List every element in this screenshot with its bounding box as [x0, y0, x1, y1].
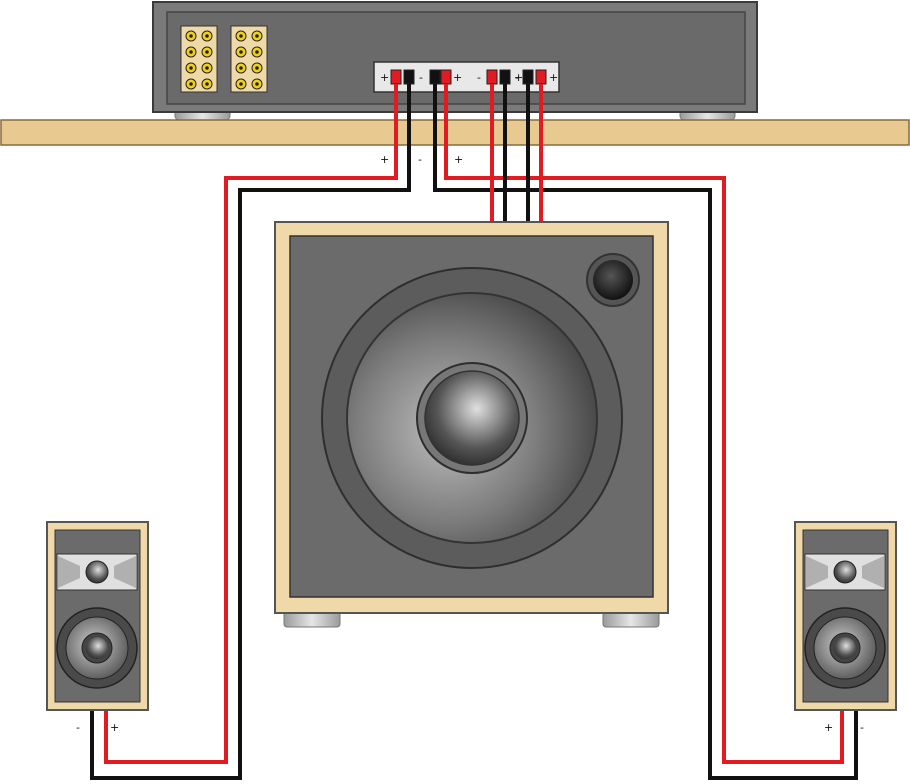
terminal-label: - [419, 71, 423, 84]
terminal-label: + [453, 71, 462, 84]
right-speaker-minus-label: - [860, 721, 864, 734]
terminal-sub-minus-1 [499, 69, 511, 85]
terminal-sub-plus-2 [535, 69, 547, 85]
wire-label-left-plus: + [380, 153, 389, 166]
speaker-wires [90, 84, 858, 780]
terminal-sub-minus-2 [522, 69, 534, 85]
terminal-right-plus [440, 69, 452, 85]
wire-right-negative [433, 84, 858, 780]
amplifier: + - + - + - + [152, 1, 758, 121]
rca-output-block [230, 25, 268, 93]
wire-label-right-plus: + [454, 153, 463, 166]
wire-left-negative [90, 84, 411, 780]
terminal-label: - [515, 71, 519, 84]
terminal-sub-plus-1 [486, 69, 498, 85]
terminal-label: + [380, 71, 389, 84]
right-speaker-tweeter [833, 560, 857, 584]
terminal-label: - [477, 71, 481, 84]
terminal-left-plus [390, 69, 402, 85]
subwoofer-dust-cap [424, 370, 520, 466]
right-speaker-plus-label: + [824, 721, 833, 734]
wire-left-positive [104, 84, 398, 764]
left-speaker [46, 521, 149, 711]
wire-label-left-minus: - [418, 153, 422, 166]
subwoofer [274, 221, 669, 628]
terminal-right-minus [429, 69, 441, 85]
wire-right-positive [444, 84, 844, 764]
left-speaker-plus-label: + [110, 721, 119, 734]
terminal-label: + [549, 71, 558, 84]
left-speaker-minus-label: - [76, 721, 80, 734]
left-speaker-tweeter [85, 560, 109, 584]
shelf [0, 119, 910, 146]
terminal-left-minus [403, 69, 415, 85]
rca-input-block [180, 25, 218, 93]
terminal-label: + [514, 71, 523, 84]
speaker-terminal-strip: + - + - + - + [373, 61, 560, 93]
right-speaker [794, 521, 897, 711]
